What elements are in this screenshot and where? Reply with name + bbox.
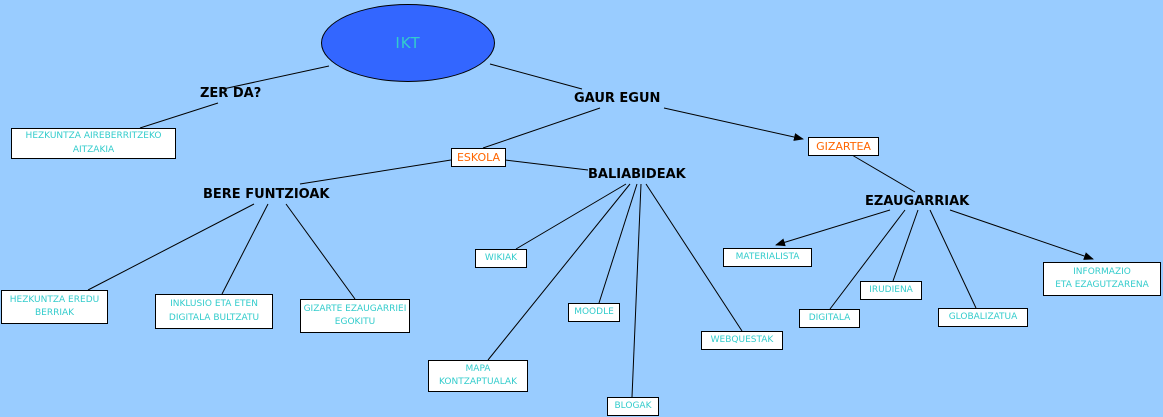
box-blogak[interactable]: BLOGAK [607,397,659,416]
box-irudiena[interactable]: IRUDIENA [860,281,922,300]
label-bere-funtzioak: BERE FUNTZIOAK [203,187,330,202]
line-funtzioak-inklusio [221,203,269,295]
box-materialista[interactable]: MATERIALISTA [723,248,812,267]
box-informazio[interactable]: INFORMAZIO ETA EZAGUTZARENA [1043,262,1161,296]
line-ikt-zerda [222,65,330,90]
label-gaur-egun: GAUR EGUN [574,91,661,106]
line-ezaugarriak-materialista [775,209,891,247]
box-inklusio[interactable]: INKLUSIO ETA ETEN DIGITALA BULTZATU [155,294,273,329]
line-ezaugarriak-digitala [829,209,906,310]
line-ezaugarriak-globalizatua [929,209,977,309]
label-ezaugarriak: EZAUGARRIAK [865,194,970,209]
label-baliabideak: BALIABIDEAK [588,167,686,182]
line-baliabideak-mapa [487,183,631,361]
box-hezkuntza-eredu-berriak[interactable]: HEZKUNTZA EREDU BERRIAK [1,290,108,324]
line-gaurегun-eskola [482,107,601,149]
line-ezaugarriak-informazio [949,209,1094,260]
line-funtzioak-eredu [87,203,255,291]
line-baliabideak-blogak [631,183,642,398]
box-webquestak[interactable]: WEBQUESTAK [701,331,783,350]
line-eskola-funtzioak [299,159,452,185]
box-digitala[interactable]: DIGITALA [799,309,860,328]
line-baliabideak-webquestak [645,183,743,332]
line-funtzioak-gizarte [285,203,356,300]
box-moodle[interactable]: MOODLE [568,303,620,322]
line-ezaugarriak-irudiena [892,209,919,282]
box-hezkuntza-aireberritzeko[interactable]: HEZKUNTZA AIREBERRITZEKO AITZAKIA [11,128,176,159]
box-wikiak[interactable]: WIKIAK [475,249,527,268]
line-gizartea-ezaugarriak [851,154,916,193]
line-ikt-gaurегun [489,63,583,90]
line-baliabideak-moodle [598,183,638,304]
box-globalizatua[interactable]: GLOBALIZATUA [938,308,1028,327]
line-baliabideak-wikiak [515,183,627,250]
line-zerda-hezkuntza [139,102,219,129]
box-eskola[interactable]: ESKOLA [451,148,506,167]
line-gaurегun-gizartea [663,107,804,141]
line-eskola-baliabideak [504,159,589,171]
root-node-ikt[interactable]: IKT [321,4,495,82]
box-gizarte-ezaugarriei[interactable]: GIZARTE EZAUGARRIEI EGOKITU [300,299,410,333]
box-gizartea[interactable]: GIZARTEA [808,137,879,156]
box-mapa-kontzaptualak[interactable]: MAPA KONTZAPTUALAK [428,360,528,392]
label-zer-da: ZER DA? [200,86,262,101]
